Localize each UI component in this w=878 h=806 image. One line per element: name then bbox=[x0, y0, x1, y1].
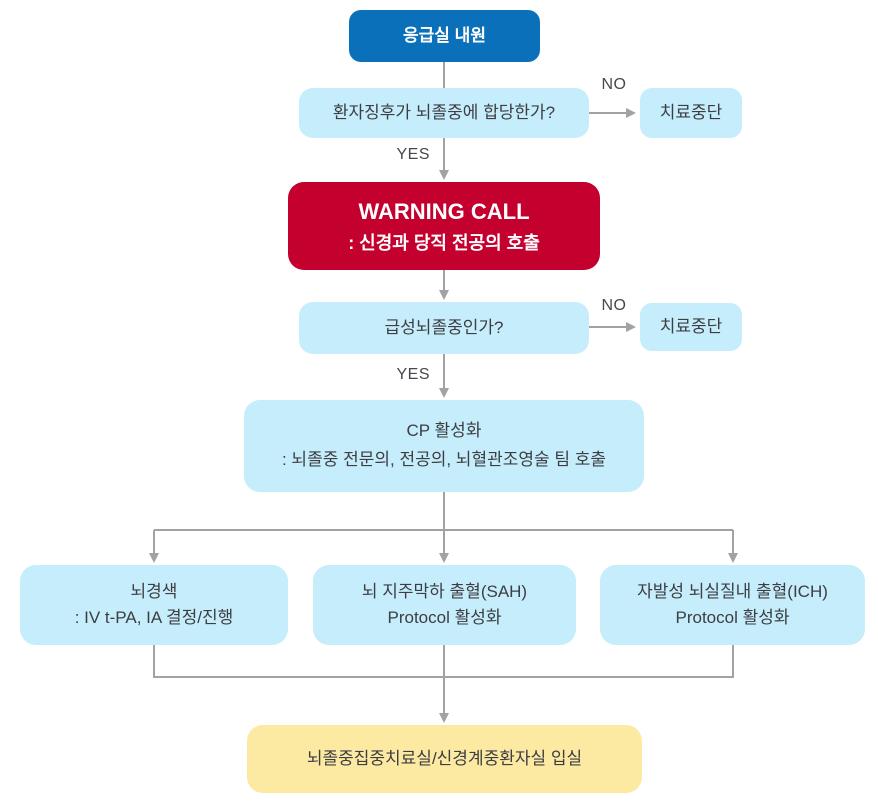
edge-label-yes-2: YES bbox=[396, 366, 430, 383]
node-stop-treatment-1: 치료중단 bbox=[640, 88, 742, 138]
node-acute-stroke-question-label: 급성뇌졸중인가? bbox=[384, 317, 504, 337]
node-warning-call: WARNING CALL : 신경과 당직 전공의 호출 bbox=[288, 182, 600, 270]
node-cerebral-infarction: 뇌경색 : IV t-PA, IA 결정/진행 bbox=[20, 565, 288, 645]
node-sah-protocol-subtitle: Protocol 활성화 bbox=[387, 607, 502, 627]
node-warning-call-title: WARNING CALL bbox=[358, 199, 530, 224]
node-ich-protocol: 자발성 뇌실질내 출혈(ICH) Protocol 활성화 bbox=[600, 565, 865, 645]
node-er-visit: 응급실 내원 bbox=[349, 10, 540, 62]
node-sah-protocol: 뇌 지주막하 출혈(SAH) Protocol 활성화 bbox=[313, 565, 576, 645]
node-ich-protocol-subtitle: Protocol 활성화 bbox=[675, 607, 790, 627]
node-cerebral-infarction-title: 뇌경색 bbox=[130, 581, 178, 601]
node-er-visit-label: 응급실 내원 bbox=[403, 25, 486, 45]
node-cp-activation-title: CP 활성화 bbox=[406, 421, 482, 441]
node-cerebral-infarction-subtitle: : IV t-PA, IA 결정/진행 bbox=[74, 607, 234, 627]
node-stroke-unit-admission: 뇌졸중집중치료실/신경계중환자실 입실 bbox=[247, 725, 642, 793]
node-sah-protocol-title: 뇌 지주막하 출혈(SAH) bbox=[361, 581, 528, 601]
edge-label-no-2: NO bbox=[601, 297, 627, 314]
node-cp-activation-subtitle: : 뇌졸중 전문의, 전공의, 뇌혈관조영술 팀 호출 bbox=[281, 450, 607, 469]
node-acute-stroke-question: 급성뇌졸중인가? bbox=[299, 302, 589, 354]
node-cp-activation: CP 활성화 : 뇌졸중 전문의, 전공의, 뇌혈관조영술 팀 호출 bbox=[244, 400, 644, 492]
node-stroke-signs-question-label: 환자징후가 뇌졸중에 합당한가? bbox=[332, 102, 556, 122]
node-stroke-signs-question: 환자징후가 뇌졸중에 합당한가? bbox=[299, 88, 589, 138]
edge-label-yes-1: YES bbox=[396, 146, 430, 163]
node-stroke-unit-admission-label: 뇌졸중집중치료실/신경계중환자실 입실 bbox=[306, 748, 583, 768]
edge-label-no-1: NO bbox=[601, 76, 627, 93]
edge-converge bbox=[153, 645, 734, 678]
node-stop-treatment-2: 치료중단 bbox=[640, 303, 742, 351]
node-ich-protocol-title: 자발성 뇌실질내 출혈(ICH) bbox=[637, 581, 828, 601]
node-warning-call-subtitle: : 신경과 당직 전공의 호출 bbox=[348, 232, 540, 253]
node-stop-treatment-1-label: 치료중단 bbox=[659, 102, 723, 122]
node-stop-treatment-2-label: 치료중단 bbox=[659, 316, 723, 336]
